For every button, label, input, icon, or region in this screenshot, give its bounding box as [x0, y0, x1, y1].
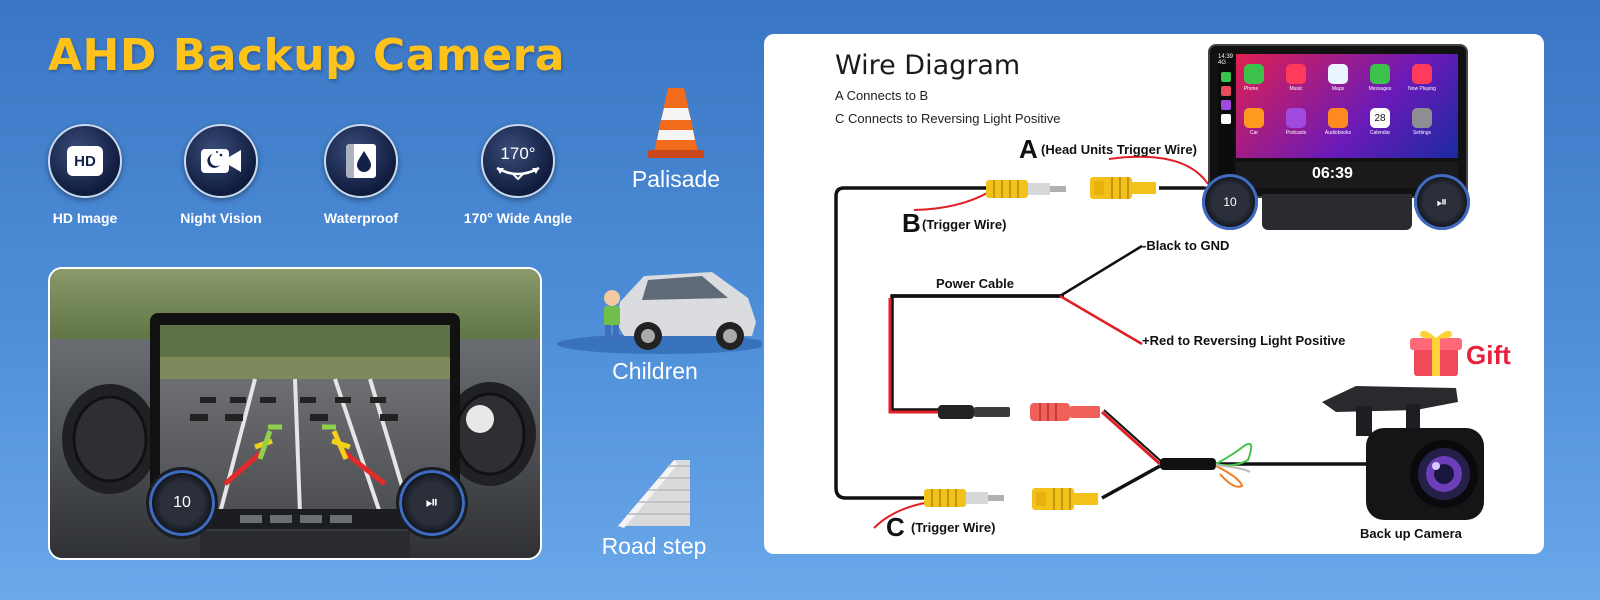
waterproof-icon: [324, 124, 398, 198]
road-step-icon: [614, 456, 694, 537]
feature-wide-angle: 170° 170° Wide Angle: [463, 124, 573, 226]
play-pause-knob: ⏯: [396, 467, 468, 539]
play-pause-icon: ⏯: [425, 494, 439, 511]
wire-note-1: A Connects to B: [835, 88, 929, 103]
night-vision-icon: [184, 124, 258, 198]
wide-angle-badge: 170°: [500, 144, 536, 163]
dc-plug-black: [938, 402, 1014, 427]
unit-control-panel: [1262, 194, 1412, 230]
app-now-playing-icon[interactable]: [1412, 64, 1432, 84]
head-unit-device: 14:39 4G 28 Phone Music Maps: [1202, 44, 1472, 234]
gift-label: Gift: [1466, 340, 1511, 370]
volume-knob: 10: [146, 467, 218, 539]
hazard-label-road-step: Road step: [601, 533, 707, 559]
label-red-positive: +Red to Reversing Light Positive: [1142, 333, 1346, 348]
feature-label: Waterproof: [323, 210, 399, 226]
label-b-letter: B: [902, 208, 921, 238]
rca-connector-camera: [1032, 486, 1102, 517]
label-c-text: (Trigger Wire): [911, 520, 996, 535]
unit-play-pause-knob: ⏯: [1414, 174, 1470, 230]
label-a-text: (Head Units Trigger Wire): [1041, 142, 1197, 157]
app-label: Car: [1249, 130, 1259, 136]
gift-icon: [1408, 326, 1464, 383]
status-time: 14:39: [1218, 54, 1234, 60]
unit-play-pause-icon: ⏯: [1436, 194, 1448, 209]
page-title: AHD Backup Camera: [48, 30, 565, 81]
wide-angle-icon: 170°: [481, 124, 555, 198]
app-label: Maps: [1331, 86, 1345, 92]
traffic-cone-icon: [648, 84, 704, 167]
label-c-letter: C: [886, 512, 905, 542]
wire-diagram-title: Wire Diagram: [835, 50, 1021, 81]
feature-label: HD Image: [52, 210, 118, 226]
hd-badge: HD: [74, 152, 96, 170]
app-settings-icon[interactable]: [1412, 108, 1432, 128]
feature-label: Night Vision: [180, 210, 262, 226]
app-label: Now Playing: [1408, 86, 1436, 92]
hd-icon: HD: [48, 124, 122, 198]
feature-night-vision: Night Vision: [166, 124, 276, 226]
app-label: Podcasts: [1285, 130, 1307, 136]
app-label: Music: [1289, 86, 1303, 92]
status-signal: 4G: [1218, 60, 1227, 66]
head-unit-screen: 14:39 4G 28 Phone Music Maps: [1208, 44, 1468, 198]
carplay-home: 28 Phone Music Maps Messages Now Playing…: [1236, 54, 1458, 158]
dashboard-scene: [50, 269, 540, 558]
label-power-cable: Power Cable: [936, 276, 1015, 291]
carplay-sidebar: 14:39 4G: [1218, 54, 1234, 188]
volume-value: 10: [173, 494, 191, 511]
app-label: Messages: [1368, 86, 1392, 92]
app-maps-icon[interactable]: [1328, 64, 1348, 84]
hazard-label-palisade: Palisade: [631, 166, 721, 192]
feature-label: 170° Wide Angle: [463, 210, 573, 226]
feature-waterproof: Waterproof: [306, 124, 416, 226]
head-unit-photo: 10 ⏯: [48, 267, 542, 560]
child-car-icon: [552, 262, 767, 361]
feature-hd-image: HD HD Image: [30, 124, 140, 226]
app-messages-icon[interactable]: [1370, 64, 1390, 84]
dc-socket-red: [1030, 400, 1104, 429]
app-calendar-icon[interactable]: 28: [1370, 108, 1390, 128]
hazard-label-children: Children: [612, 358, 698, 384]
app-music-icon[interactable]: [1286, 64, 1306, 84]
app-audiobooks-icon[interactable]: [1328, 108, 1348, 128]
label-b-text: (Trigger Wire): [922, 217, 1007, 232]
label-black-gnd: -Black to GND: [1142, 238, 1230, 253]
label-camera: Back up Camera: [1360, 526, 1462, 541]
rca-connector-c: [924, 486, 1008, 515]
app-car-icon[interactable]: [1244, 108, 1264, 128]
rca-connector-b: [986, 177, 1070, 206]
app-label: Settings: [1412, 130, 1432, 136]
app-label: Calendar: [1369, 130, 1391, 136]
unit-volume-knob: 10: [1202, 174, 1258, 230]
wire-note-2: C Connects to Reversing Light Positive: [835, 111, 1061, 126]
unit-volume-value: 10: [1223, 195, 1237, 209]
app-podcasts-icon[interactable]: [1286, 108, 1306, 128]
dock-clock: 06:39: [1312, 165, 1353, 182]
rca-connector-a: [1090, 175, 1160, 206]
label-a-letter: A: [1019, 134, 1038, 164]
app-label: Audiobooks: [1324, 130, 1352, 136]
app-phone-icon[interactable]: [1244, 64, 1264, 84]
app-label: Phone: [1243, 86, 1259, 92]
backup-camera-icon: [1316, 382, 1486, 527]
wire-diagram-card: Wire Diagram A Connects to B C Connects …: [764, 34, 1544, 554]
